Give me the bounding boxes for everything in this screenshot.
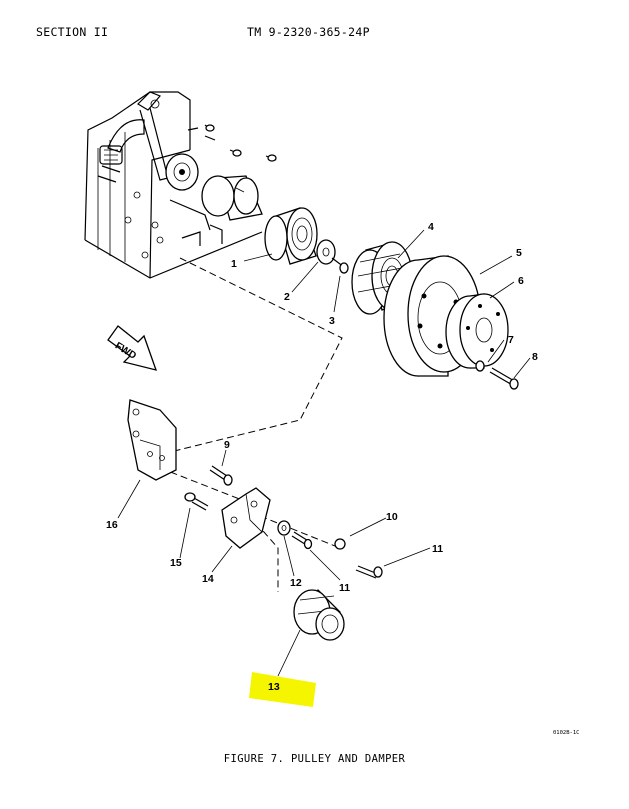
manual-number: TM 9-2320-365-24P	[247, 25, 370, 39]
item-3-bolt	[331, 257, 349, 274]
alignment-line-upper	[161, 257, 343, 455]
item-2-washer	[316, 239, 336, 265]
callout-9: 9	[224, 439, 230, 451]
fwd-arrow: FWD	[107, 325, 158, 371]
leader-lines	[117, 229, 531, 677]
item-13-idler-pulley	[293, 589, 345, 641]
item-12-washer	[277, 520, 291, 536]
drawing-code: 0102B-1C	[553, 730, 580, 736]
item-9-bolt	[209, 465, 233, 486]
item-1-hub	[264, 207, 318, 265]
callout-8: 8	[532, 351, 538, 363]
callout-4: 4	[428, 221, 434, 233]
callout-numbers: 1 2 3 4 5 6 7 8 9 10 11 11 12 13 14 15 1…	[106, 221, 538, 693]
callout-11-upper: 11	[432, 543, 443, 555]
callout-1: 1	[231, 258, 237, 270]
callout-5: 5	[516, 247, 522, 259]
crankshaft-nose	[201, 175, 263, 221]
item-16-bracket	[127, 399, 177, 481]
callout-13: 13	[268, 681, 280, 693]
item-11-bolt-long	[355, 565, 383, 579]
section-header: SECTION II	[36, 25, 109, 39]
item-6-flange	[445, 293, 509, 369]
figure-caption: FIGURE 7. PULLEY AND DAMPER	[223, 753, 406, 765]
alignment-line-side	[249, 511, 341, 549]
item-7-washer	[475, 360, 485, 372]
callout-13-highlight	[249, 672, 316, 707]
callout-6: 6	[518, 275, 524, 287]
item-10-nut	[334, 538, 346, 550]
callout-16: 16	[106, 519, 118, 531]
callout-11-lower: 11	[339, 582, 350, 594]
item-11-bolt-short	[291, 531, 313, 550]
callout-10: 10	[386, 511, 398, 523]
callout-7: 7	[508, 334, 514, 346]
item-15-bolt	[184, 492, 209, 511]
item-14-idler-bracket	[221, 487, 271, 549]
callout-12: 12	[290, 577, 302, 589]
callout-14: 14	[202, 573, 214, 585]
engine-block	[84, 91, 277, 279]
item-8-bolt	[489, 367, 519, 390]
callout-2: 2	[284, 291, 290, 303]
callout-3: 3	[329, 315, 335, 327]
callout-15: 15	[170, 557, 182, 569]
